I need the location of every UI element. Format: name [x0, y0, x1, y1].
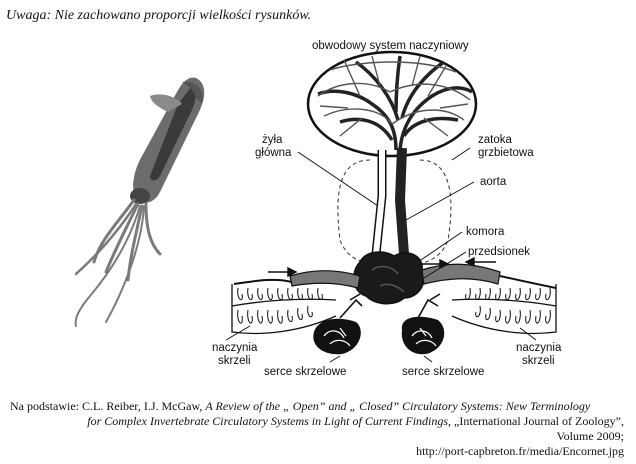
main-vein [371, 150, 387, 255]
label-atrium: przedsionek [468, 246, 531, 258]
label-gills-right-1: naczynia [516, 342, 562, 354]
gill-left [231, 284, 337, 335]
label-vein-1: żyła [262, 134, 283, 146]
label-gills-left-2: skrzeli [218, 355, 251, 367]
caption-title-1: A Review of the „ Open” and „ Closed” Ci… [205, 399, 591, 413]
leader-lines [225, 147, 537, 363]
caption-journal: , „International Journal of Zoology”, [448, 414, 624, 428]
heart [353, 251, 425, 305]
proportion-note: Uwaga: Nie zachowano proporcji wielkości… [6, 8, 312, 23]
label-sinus-1: zatoka [478, 134, 512, 146]
squid-illustration [74, 77, 205, 327]
branchial-heart-left [313, 293, 363, 355]
branchial-heart-right [401, 293, 445, 355]
flow-arrows [268, 256, 496, 278]
caption-prefix: Na podstawie: C.L. Reiber, I.J. McGaw, [10, 399, 206, 413]
gill-right [451, 284, 557, 335]
label-sinus-2: grzbietowa [478, 147, 534, 159]
caption-volume: Volume 2009; [556, 429, 624, 443]
label-aorta: aorta [480, 176, 507, 188]
aorta-vessel [394, 147, 409, 255]
label-gills-right-2: skrzeli [522, 355, 555, 367]
caption-line-1: Na podstawie: C.L. Reiber, I.J. McGaw, A… [10, 399, 590, 414]
caption-title-2: for Complex Invertebrate Circulatory Sys… [87, 414, 449, 428]
capillary-network [306, 50, 478, 158]
label-gills-left-1: naczynia [212, 342, 258, 354]
body-outline [337, 159, 452, 265]
label-gill-heart-left: serce skrzelowe [264, 366, 347, 378]
label-gill-heart-right: serce skrzelowe [402, 366, 485, 378]
label-vein-2: główna [255, 147, 292, 159]
label-capillaries: obwodowy system naczyniowy [312, 40, 469, 52]
label-ventricle: komora [466, 226, 505, 238]
caption-line-2: for Complex Invertebrate Circulatory Sys… [87, 414, 624, 429]
gill-vessels [233, 263, 557, 289]
caption-url: http://port-capbreton.fr/media/Encornet.… [416, 444, 624, 458]
